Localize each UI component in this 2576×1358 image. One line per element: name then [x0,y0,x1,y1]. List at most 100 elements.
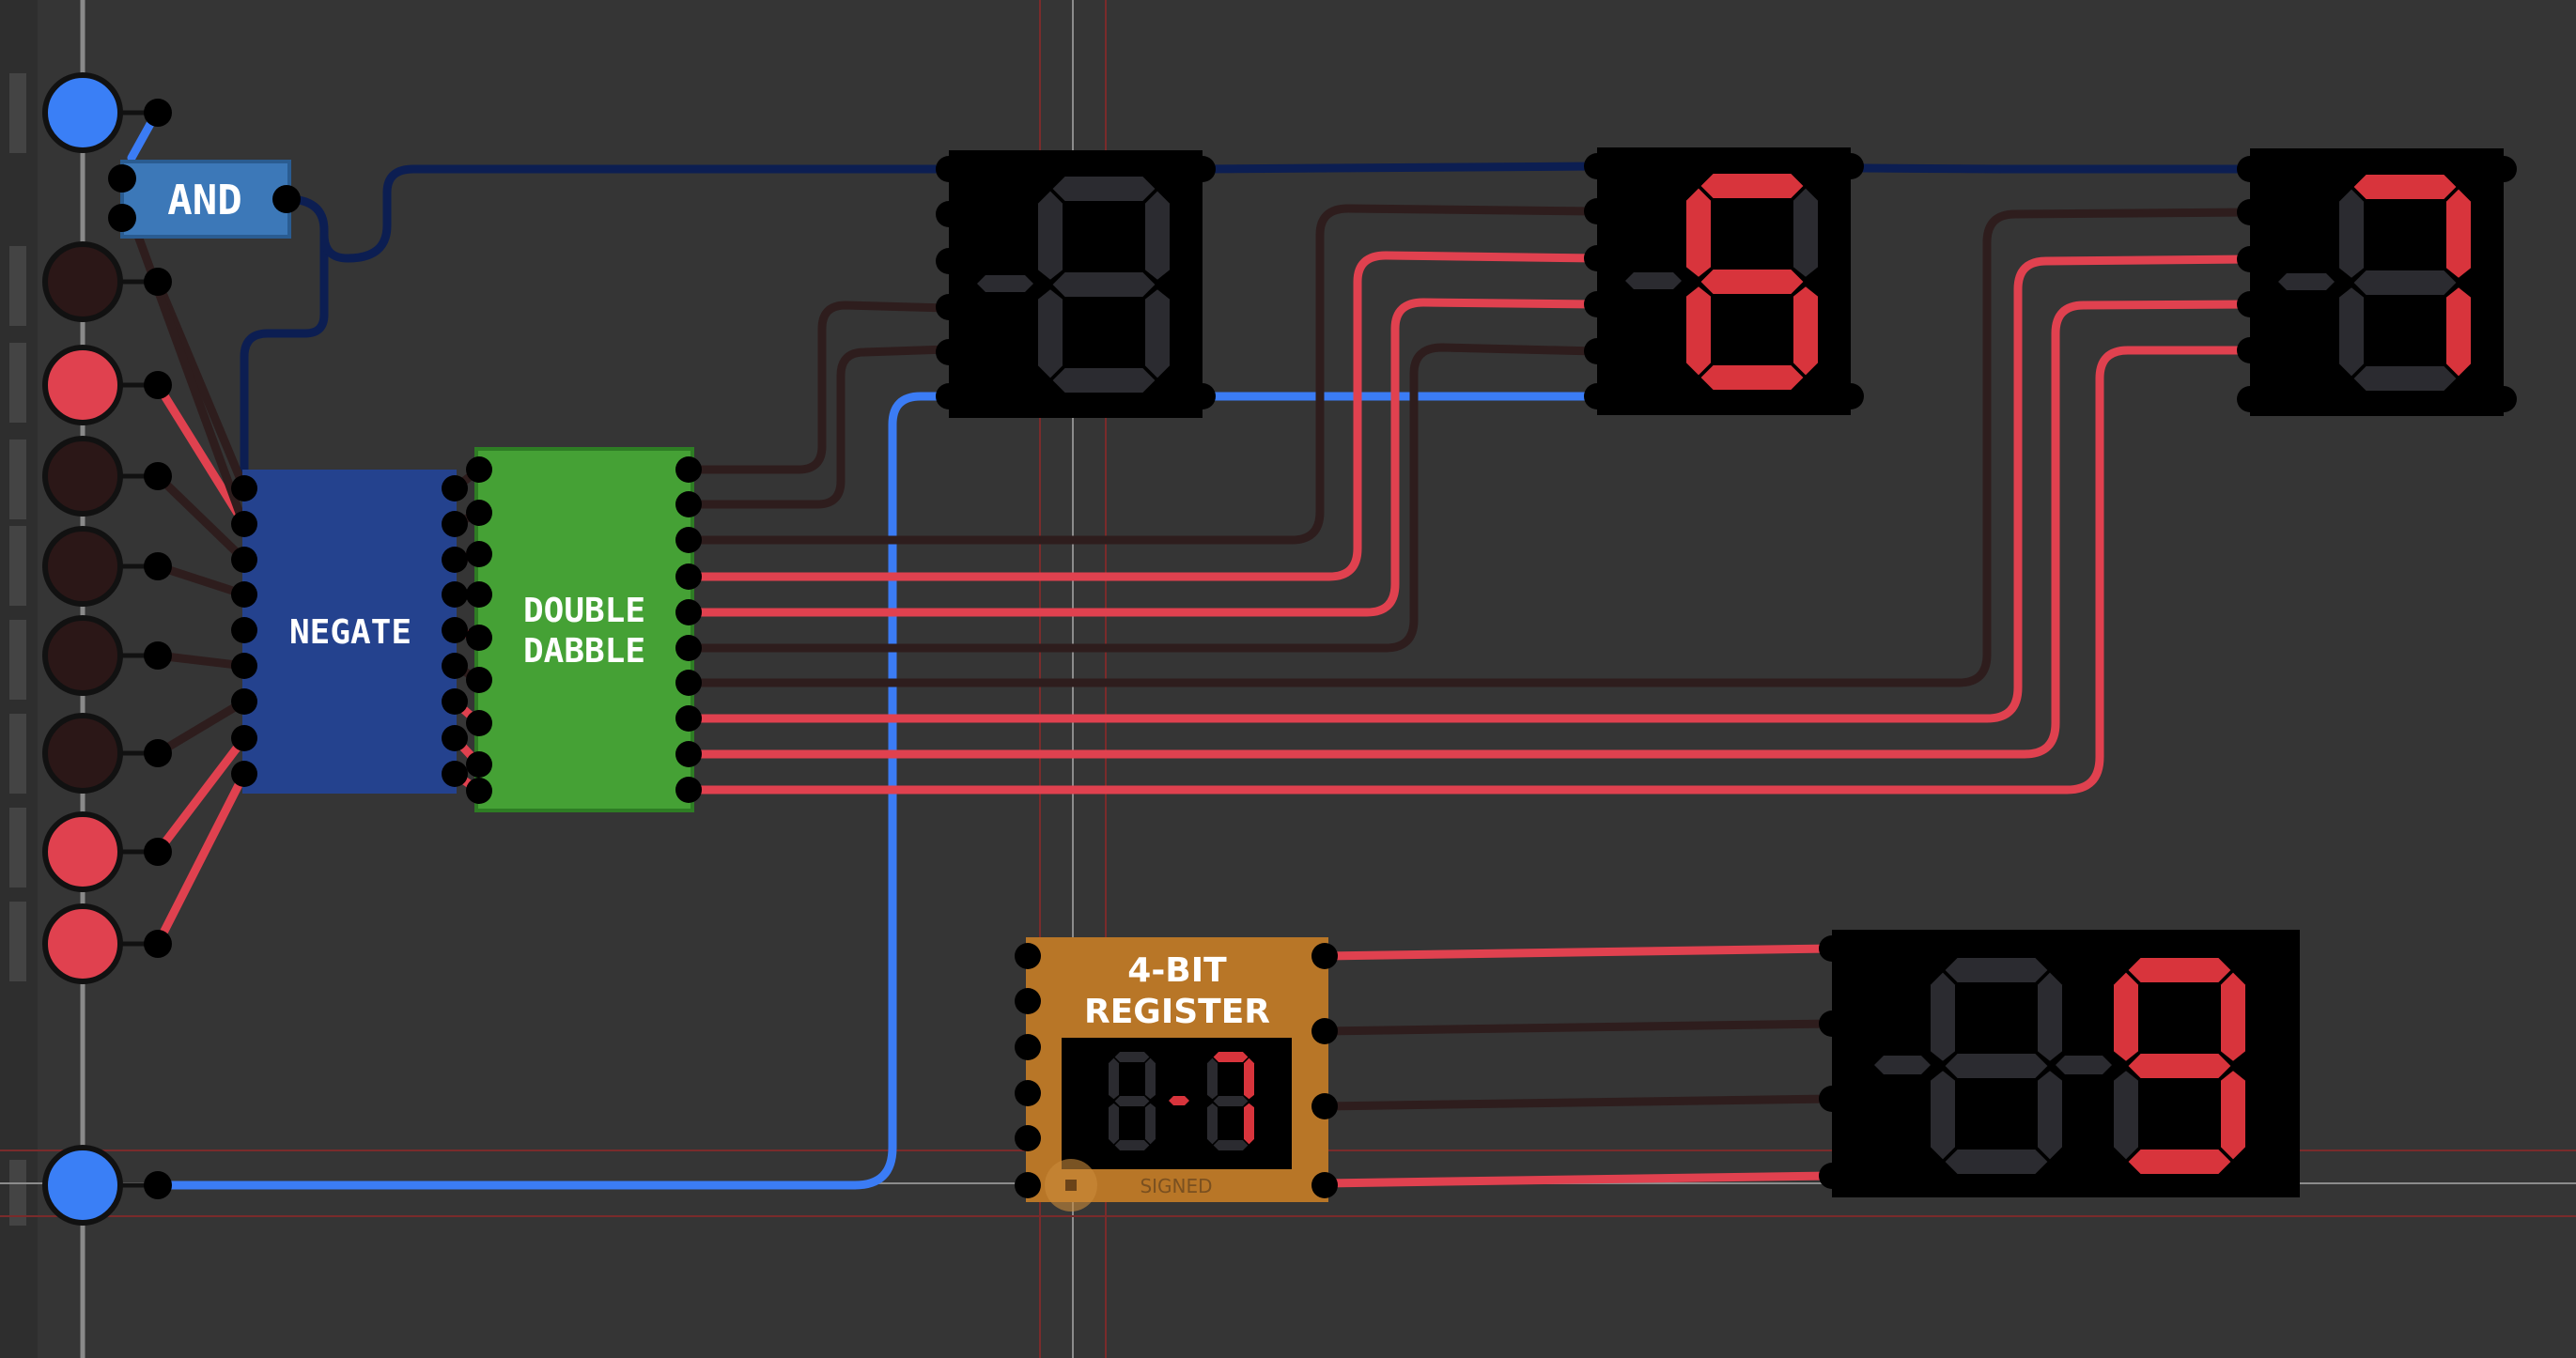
input-bit-0[interactable] [42,241,172,322]
display-pin-in[interactable] [936,339,962,365]
dabble-pin-in[interactable] [466,778,492,804]
inputs[interactable] [42,72,172,1226]
display-pin-in[interactable] [936,294,962,320]
dabble-pin-out[interactable] [675,741,702,767]
register-pin-in[interactable] [1015,1080,1041,1106]
output-display[interactable] [1819,930,2300,1197]
digit-display-1[interactable] [936,150,1216,418]
negate-pin-in[interactable] [231,547,257,573]
negate-pin-in[interactable] [231,653,257,679]
display-pin-out[interactable] [2491,386,2517,412]
dabble-pin-out[interactable] [675,670,702,696]
negate-pin-out[interactable] [442,475,468,502]
display-pin-out[interactable] [2491,156,2517,182]
register-pin-out[interactable] [1311,943,1338,969]
output-pin-in[interactable] [1819,1163,1845,1189]
display-pin-out[interactable] [1189,156,1216,182]
dabble-pin-out[interactable] [675,456,702,483]
register-pin-out[interactable] [1311,1172,1338,1198]
display-pin-in[interactable] [2237,156,2263,182]
negate-pin-out[interactable] [442,581,468,608]
dabble-pin-out[interactable] [675,599,702,625]
display-pin-in[interactable] [936,248,962,274]
dabble-pin-in[interactable] [466,456,492,483]
display-pin-in[interactable] [1584,383,1610,409]
wire-bit-2 [153,471,249,564]
dabble-pin-in[interactable] [466,581,492,608]
register-chip[interactable]: 4-BIT REGISTER SIGNED [1015,937,1338,1211]
negate-pin-in[interactable] [231,761,257,787]
display-pin-out[interactable] [1189,383,1216,409]
input-bit-7[interactable] [42,903,172,984]
dabble-pin-in[interactable] [466,541,492,567]
output-pin-in[interactable] [1819,935,1845,962]
register-pin-out[interactable] [1311,1018,1338,1044]
input-bit-6[interactable] [42,811,172,892]
display-pin-in[interactable] [1584,245,1610,271]
negate-pin-out[interactable] [442,617,468,643]
register-label-1: 4-BIT [1127,951,1227,990]
display-pin-in[interactable] [2237,386,2263,412]
negate-pin-out[interactable] [442,688,468,715]
negate-pin-in[interactable] [231,688,257,715]
dabble-pin-out[interactable] [675,705,702,732]
dabble-pin-out[interactable] [675,777,702,803]
register-pin-in[interactable] [1015,1034,1041,1060]
display-pin-in[interactable] [1584,153,1610,179]
register-pin-in[interactable] [1015,943,1041,969]
dabble-pin-in[interactable] [466,500,492,526]
negate-pin-in[interactable] [231,617,257,643]
input-bit-5[interactable] [42,713,172,794]
display-pin-in[interactable] [2237,199,2263,225]
input-bottom-clock[interactable] [42,1145,172,1226]
digit-display-3[interactable] [2237,148,2517,416]
dabble-pin-out[interactable] [675,563,702,590]
dabble-pin-in[interactable] [466,667,492,693]
negate-chip[interactable]: NEGATE [231,470,468,794]
negate-pin-in[interactable] [231,511,257,537]
output-pin-in[interactable] [1819,1011,1845,1037]
negate-pin-out[interactable] [442,653,468,679]
display-pin-out[interactable] [1838,383,1864,409]
negate-pin-in[interactable] [231,475,257,502]
display-pin-out[interactable] [1838,153,1864,179]
input-top-clock[interactable] [42,72,172,153]
display-pin-in[interactable] [2237,246,2263,272]
digit-display-2[interactable] [1584,147,1864,415]
negate-pin-in[interactable] [231,725,257,751]
double-dabble-chip[interactable]: DOUBLE DABBLE [466,447,702,812]
input-pin [144,641,172,670]
segment-f [1686,188,1711,277]
display-pin-in[interactable] [1584,291,1610,317]
display-pin-in[interactable] [1584,338,1610,364]
input-bit-3[interactable] [42,526,172,607]
double-dabble-label-1: DOUBLE [523,592,645,630]
register-pin-in[interactable] [1015,988,1041,1014]
dabble-pin-out[interactable] [675,635,702,661]
display-pin-in[interactable] [936,383,962,409]
negate-pin-out[interactable] [442,547,468,573]
negate-pin-out[interactable] [442,725,468,751]
negate-pin-out[interactable] [442,511,468,537]
display-pin-in[interactable] [936,156,962,182]
dabble-pin-in[interactable] [466,710,492,736]
dabble-pin-out[interactable] [675,527,702,553]
display-pin-in[interactable] [936,201,962,227]
register-pin-in[interactable] [1015,1172,1041,1198]
output-pin-in[interactable] [1819,1086,1845,1112]
input-bit-2[interactable] [42,436,172,517]
display-pin-in[interactable] [1584,198,1610,224]
negate-pin-in[interactable] [231,581,257,608]
display-pin-in[interactable] [2237,337,2263,363]
register-pin-in[interactable] [1015,1125,1041,1151]
negate-pin-out[interactable] [442,761,468,787]
dabble-pin-in[interactable] [466,751,492,778]
and-chip[interactable]: AND [108,160,301,239]
dabble-pin-in[interactable] [466,625,492,651]
dabble-pin-out[interactable] [675,491,702,517]
input-bit-4[interactable] [42,615,172,696]
register-pin-out[interactable] [1311,1093,1338,1119]
display-pin-in[interactable] [2237,291,2263,317]
input-bit-1[interactable] [42,345,172,425]
